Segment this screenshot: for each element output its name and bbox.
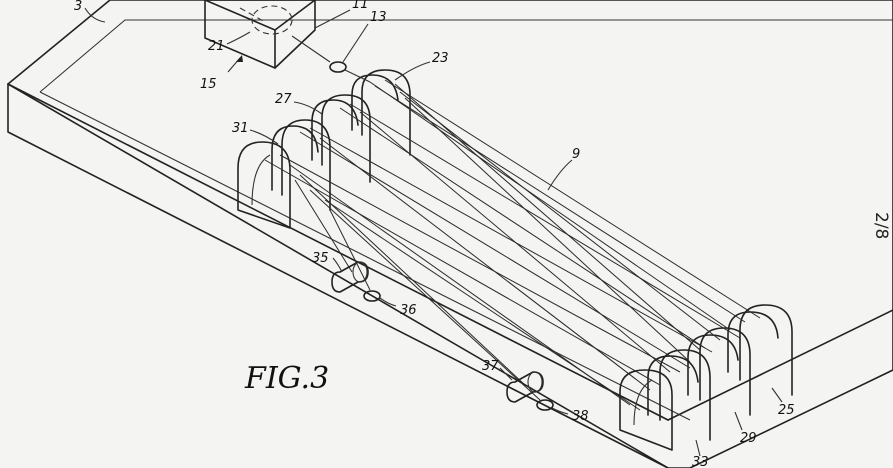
label-29: 29 bbox=[740, 431, 757, 446]
label-11: 11 bbox=[352, 0, 369, 12]
label-36: 36 bbox=[400, 303, 417, 318]
arrowhead-icon bbox=[236, 55, 243, 62]
label-15: 15 bbox=[200, 77, 217, 92]
label-25: 25 bbox=[778, 403, 795, 418]
front-mirror-right bbox=[619, 369, 673, 451]
mirror-23 bbox=[351, 69, 411, 156]
label-23: 23 bbox=[432, 51, 449, 66]
label-31: 31 bbox=[232, 121, 249, 136]
leader-lines bbox=[84, 7, 783, 457]
label-37: 37 bbox=[482, 359, 499, 374]
laser-box bbox=[204, 0, 331, 69]
reference-labels: 3 11 13 21 23 15 27 31 9 35 36 37 38 25 … bbox=[74, 0, 795, 468]
front-mirror-left bbox=[237, 141, 291, 229]
sheet-number: 2/8 bbox=[871, 212, 891, 239]
mirror-25 bbox=[727, 304, 793, 396]
detector-35 bbox=[331, 261, 381, 302]
label-13: 13 bbox=[370, 10, 387, 25]
beam-paths bbox=[264, 79, 761, 411]
label-33: 33 bbox=[692, 455, 709, 468]
lens-13 bbox=[329, 61, 371, 83]
label-21: 21 bbox=[208, 39, 225, 54]
label-27: 27 bbox=[275, 92, 292, 107]
label-3: 3 bbox=[74, 0, 82, 14]
label-9: 9 bbox=[572, 147, 580, 162]
label-35: 35 bbox=[312, 251, 329, 266]
mirror-31 bbox=[271, 119, 331, 211]
figure-title: FIG.3 bbox=[244, 361, 329, 396]
label-38: 38 bbox=[572, 409, 589, 424]
base-plate bbox=[7, 0, 893, 468]
detector-37 bbox=[506, 371, 554, 411]
mirror-27 bbox=[311, 94, 371, 183]
